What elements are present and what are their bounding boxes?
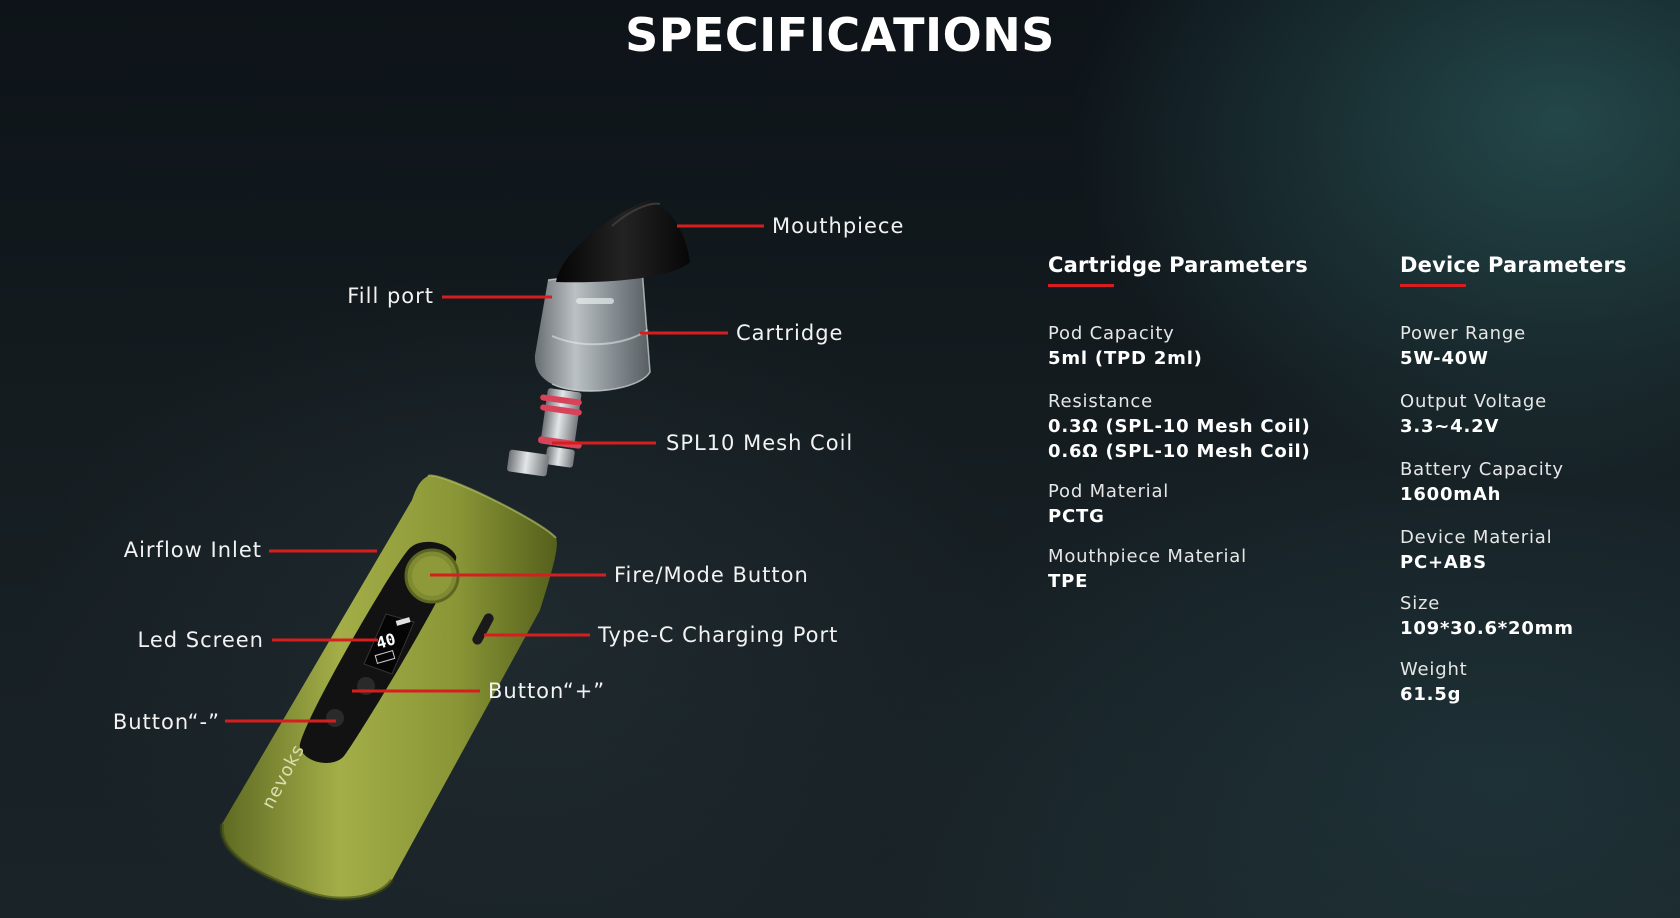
- label-fire-mode-button: Fire/Mode Button: [614, 563, 809, 587]
- mouthpiece: [556, 200, 690, 283]
- callout-lines: [225, 224, 764, 723]
- screen-reading: 40: [374, 629, 398, 653]
- param-label: Size: [1400, 593, 1441, 614]
- param-value: PC+ABS: [1400, 552, 1487, 573]
- param-label: Resistance: [1048, 391, 1153, 412]
- page-title: SPECIFICATIONS: [625, 8, 1055, 62]
- device-params: Device Parameters Power Range 5W-40W Out…: [1400, 252, 1670, 705]
- label-airflow-inlet: Airflow Inlet: [123, 538, 262, 562]
- param-mouthpiece-material: Mouthpiece Material TPE: [1048, 545, 1247, 594]
- param-value: 5W-40W: [1400, 348, 1489, 369]
- type-c-port: [472, 613, 494, 645]
- param-pod-material: Pod Material PCTG: [1048, 480, 1169, 529]
- param-resistance: Resistance 0.3Ω (SPL-10 Mesh Coil) 0.6Ω …: [1048, 390, 1311, 464]
- param-battery-capacity: Battery Capacity 1600mAh: [1400, 458, 1564, 507]
- param-value: PCTG: [1048, 506, 1105, 527]
- param-size: Size 109*30.6*20mm: [1400, 592, 1574, 641]
- param-label: Power Range: [1400, 323, 1526, 344]
- param-label: Battery Capacity: [1400, 459, 1564, 480]
- label-mesh-coil: SPL10 Mesh Coil: [666, 431, 854, 455]
- heading-underline: [1400, 284, 1466, 287]
- param-power-range: Power Range 5W-40W: [1400, 322, 1526, 371]
- label-button-plus: Button“+”: [488, 679, 606, 703]
- param-label: Output Voltage: [1400, 391, 1547, 412]
- param-device-material: Device Material PC+ABS: [1400, 526, 1552, 575]
- device-params-heading: Device Parameters: [1400, 253, 1627, 277]
- led-screen: 40: [363, 613, 415, 675]
- param-output-voltage: Output Voltage 3.3~4.2V: [1400, 390, 1547, 439]
- param-value: 3.3~4.2V: [1400, 416, 1500, 437]
- param-label: Weight: [1400, 659, 1468, 680]
- label-mouthpiece: Mouthpiece: [772, 214, 905, 238]
- param-value: 109*30.6*20mm: [1400, 618, 1574, 639]
- param-value: 61.5g: [1400, 684, 1462, 705]
- param-value: TPE: [1048, 571, 1089, 592]
- cartridge-params: Cartridge Parameters Pod Capacity 5ml (T…: [1048, 252, 1368, 592]
- param-label: Mouthpiece Material: [1048, 546, 1247, 567]
- param-label: Pod Material: [1048, 481, 1170, 502]
- label-cartridge: Cartridge: [736, 321, 844, 345]
- heading-underline: [1048, 284, 1114, 287]
- mesh-coil: [507, 388, 582, 477]
- label-type-c-port: Type-C Charging Port: [598, 623, 839, 647]
- label-button-minus: Button“-”: [112, 710, 220, 734]
- device-body: [219, 474, 557, 901]
- param-value: 1600mAh: [1400, 484, 1502, 505]
- param-pod-capacity: Pod Capacity 5ml (TPD 2ml): [1048, 322, 1203, 371]
- label-led-screen: Led Screen: [137, 628, 264, 652]
- param-label: Device Material: [1400, 527, 1553, 548]
- product-illustration: 40 nevoks: [219, 200, 764, 901]
- label-fill-port: Fill port: [347, 284, 434, 308]
- cartridge-params-heading: Cartridge Parameters: [1048, 253, 1308, 277]
- param-label: Pod Capacity: [1048, 323, 1175, 344]
- cartridge-pod: [534, 267, 651, 392]
- param-weight: Weight 61.5g: [1400, 658, 1468, 707]
- param-value: 0.3Ω (SPL-10 Mesh Coil): [1048, 416, 1311, 437]
- param-value: 0.6Ω (SPL-10 Mesh Coil): [1048, 441, 1311, 462]
- param-value: 5ml (TPD 2ml): [1048, 348, 1203, 369]
